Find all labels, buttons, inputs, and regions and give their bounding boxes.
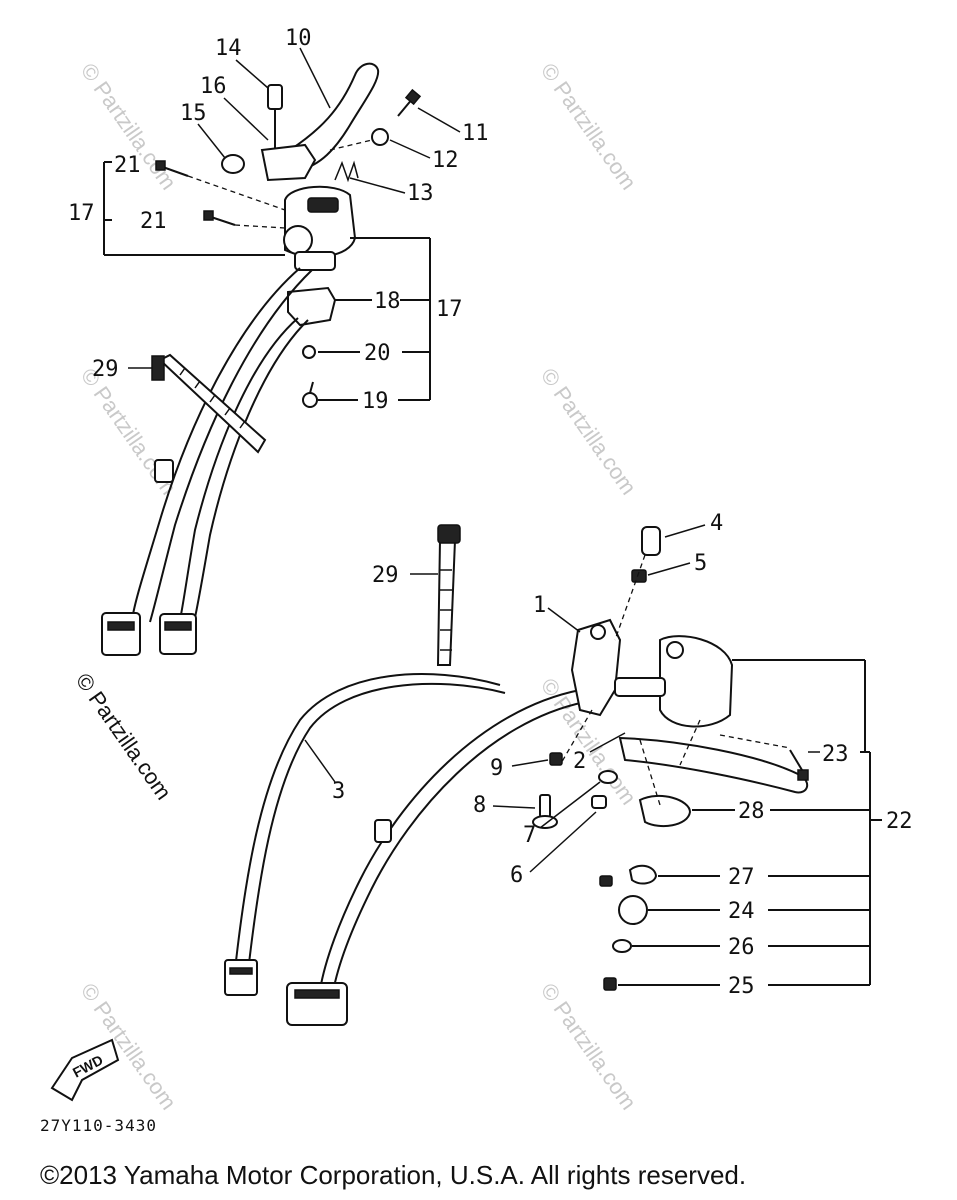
callout-8: 8 — [473, 793, 486, 818]
switch-lower-18 — [287, 286, 337, 327]
lever-holder-16 — [260, 143, 317, 182]
right-switch-assembly — [224, 524, 809, 1026]
left-leaders — [103, 47, 461, 401]
connector-left-a — [101, 612, 141, 656]
callout-18: 18 — [374, 289, 401, 314]
lever-holder-1 — [570, 618, 622, 717]
callout-28: 28 — [738, 799, 765, 824]
fwd-arrow: FWD — [50, 1038, 120, 1102]
callouts: 10 14 16 15 11 12 13 21 17 21 18 17 20 1… — [68, 26, 913, 999]
switch-24 — [618, 895, 648, 925]
bolt-4 — [641, 526, 661, 556]
callout-10: 10 — [285, 26, 312, 51]
callout-26: 26 — [728, 935, 755, 960]
watermark-dark: © Partzilla.com — [71, 669, 177, 805]
watermark-top-right: © Partzilla.com — [536, 59, 642, 195]
callout-1: 1 — [533, 593, 546, 618]
callout-21-bottom: 21 — [140, 209, 167, 234]
nut-12 — [371, 128, 389, 146]
callout-16: 16 — [200, 74, 227, 99]
callout-27: 27 — [728, 865, 755, 890]
callout-15: 15 — [180, 101, 207, 126]
callout-24: 24 — [728, 899, 755, 924]
cable-3 — [234, 673, 501, 971]
callout-17-left: 17 — [68, 201, 95, 226]
callout-12: 12 — [432, 148, 459, 173]
callout-17-right: 17 — [436, 297, 463, 322]
callout-11: 11 — [462, 121, 489, 146]
callout-4: 4 — [710, 511, 723, 536]
callout-3: 3 — [332, 779, 345, 804]
callout-23: 23 — [822, 742, 849, 767]
watermark-mid-right: © Partzilla.com — [536, 364, 642, 500]
callout-19: 19 — [362, 389, 389, 414]
spring-13 — [334, 160, 359, 183]
cap-15 — [221, 154, 245, 174]
watermark-bottom-right: © Partzilla.com — [536, 979, 642, 1115]
lever-10 — [288, 62, 380, 172]
fwd-arrow-icon — [50, 1038, 120, 1102]
callout-29-left: 29 — [92, 357, 119, 382]
bolt-14 — [267, 84, 283, 110]
callout-13: 13 — [407, 181, 434, 206]
callout-2: 2 — [573, 749, 586, 774]
callout-7: 7 — [523, 823, 536, 848]
diagram-code: 27Y110-3430 — [40, 1116, 157, 1135]
cable-band-29-right — [436, 539, 457, 666]
callout-29-right: 29 — [372, 563, 399, 588]
right-leaders — [304, 524, 882, 986]
callout-14: 14 — [215, 36, 242, 61]
callout-25: 25 — [728, 974, 755, 999]
callout-9: 9 — [490, 756, 503, 781]
switch-28 — [638, 795, 692, 828]
cable-band-29-left — [158, 353, 267, 454]
callout-20: 20 — [364, 341, 391, 366]
nut-5 — [631, 569, 647, 583]
switch-housing-23 — [659, 635, 734, 728]
callout-5: 5 — [694, 551, 707, 576]
callout-21-top: 21 — [114, 153, 141, 178]
connector-left-b — [159, 613, 197, 655]
watermark-bottom-left: © Partzilla.com — [76, 979, 182, 1115]
copyright-notice: ©2013 Yamaha Motor Corporation, U.S.A. A… — [40, 1160, 746, 1190]
left-switch-assembly — [101, 62, 422, 656]
callout-22: 22 — [886, 809, 913, 834]
lever-2 — [618, 736, 809, 794]
callout-6: 6 — [510, 863, 523, 888]
